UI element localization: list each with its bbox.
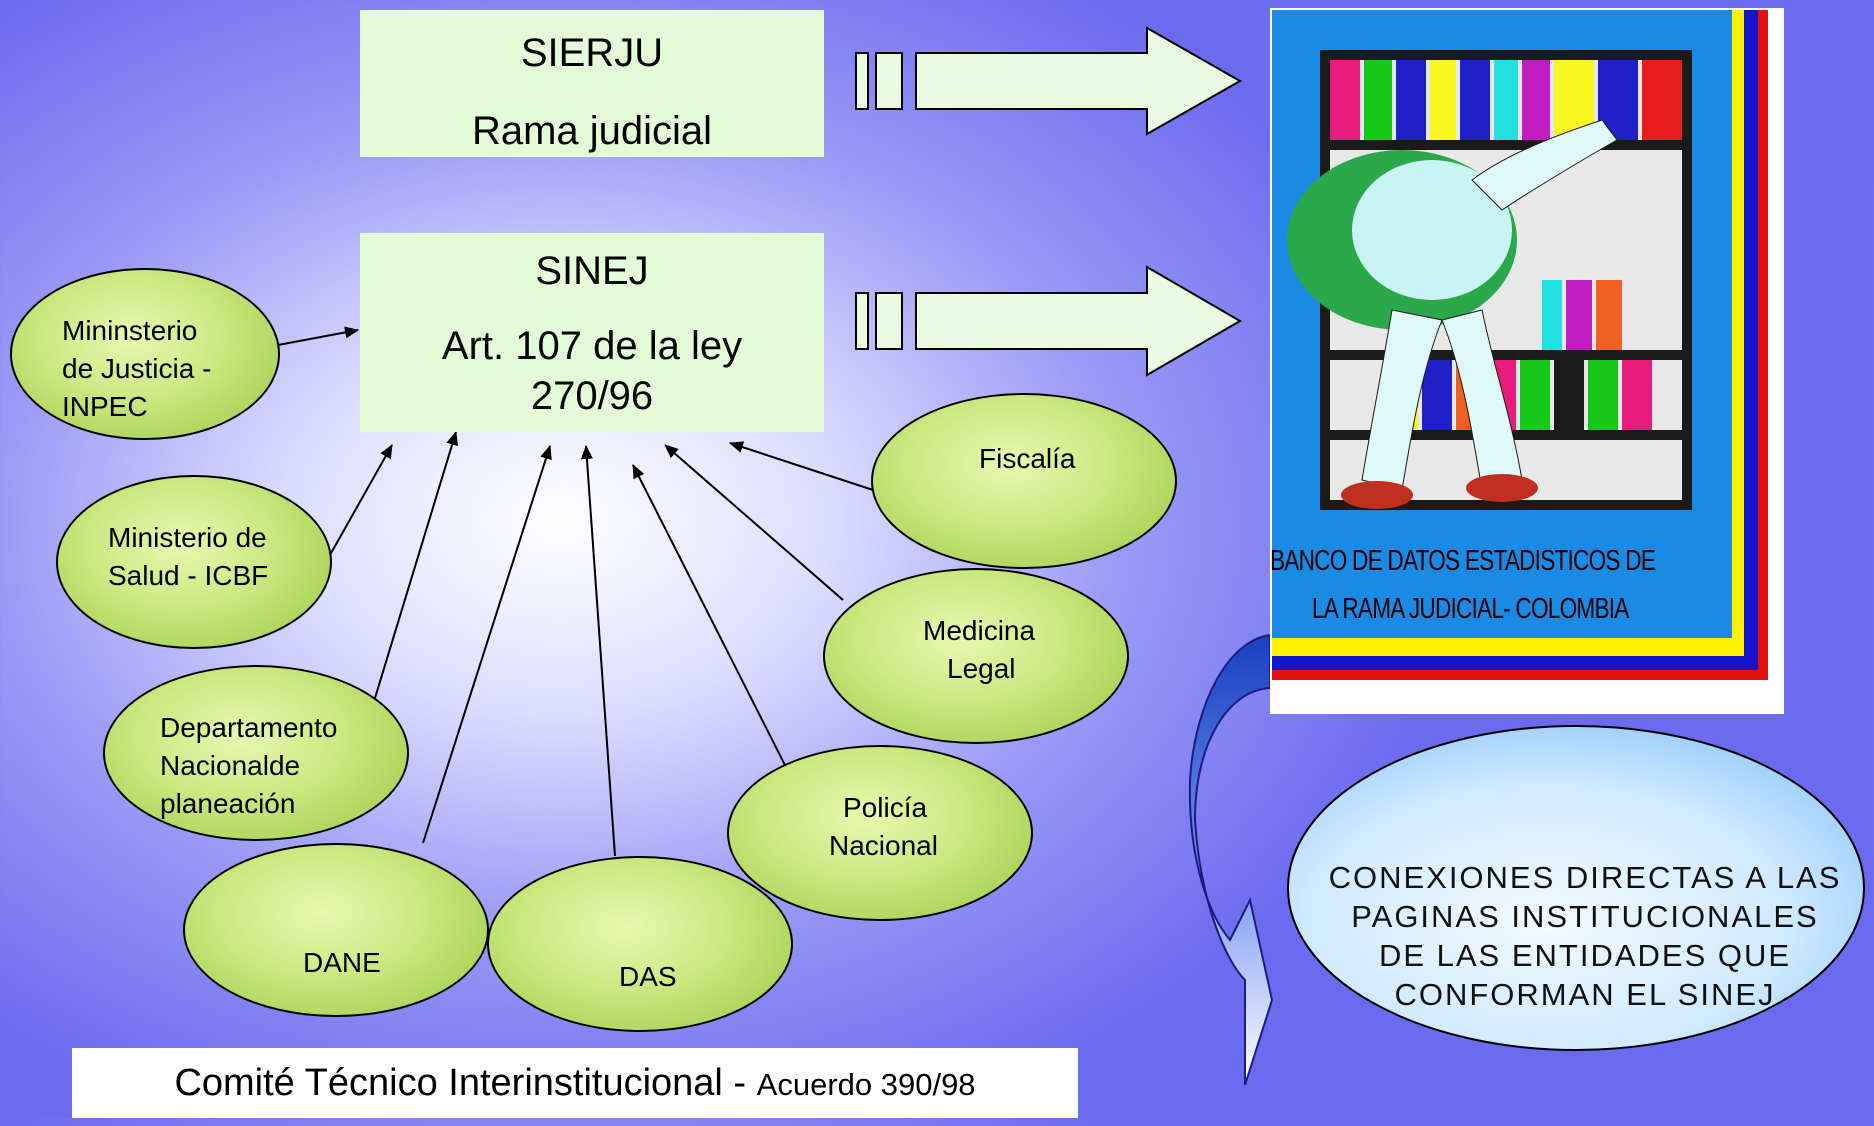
bank-caption-line1: BANCO DE DATOS ESTADISTICOS DE xyxy=(1270,545,1656,577)
sierju-title: SIERJU xyxy=(520,31,664,75)
flag-stripe-blue-bottom xyxy=(1272,656,1746,670)
connections-ellipse xyxy=(1287,725,1865,1051)
connections-line4: CONFORMAN EL SINEJ xyxy=(1394,977,1776,1012)
connector-minsalud xyxy=(329,444,393,556)
sinej-line1: Art. 107 de la ley xyxy=(441,324,743,368)
connector-dnp xyxy=(374,431,458,699)
connections-text: CONEXIONES DIRECTAS A LAS PAGINAS INSTIT… xyxy=(1290,858,1874,1014)
medicina-line2: Legal xyxy=(947,653,1016,684)
flag-stripe-red xyxy=(1758,10,1768,680)
bank-caption-line2: LA RAMA JUDICIAL- COLOMBIA xyxy=(1312,593,1629,625)
dnp-line1: Departamento xyxy=(160,712,338,743)
ellipse-dane: DANE xyxy=(183,843,489,1017)
connector-minjusticia xyxy=(277,326,359,346)
connector-medicina xyxy=(664,444,844,601)
minsalud-line2: Salud - ICBF xyxy=(108,560,269,591)
curved-arrow xyxy=(1188,633,1274,1086)
policia-line1: Policía xyxy=(843,792,928,823)
minjusticia-line2: de Justicia - xyxy=(62,353,212,384)
medicina-line1: Medicina xyxy=(923,615,1036,646)
footer-main: Comité Técnico Interinstitucional - xyxy=(174,1062,757,1104)
bank-background xyxy=(1272,10,1732,640)
connector-fiscalia xyxy=(729,441,874,491)
flag-stripe-blue xyxy=(1744,10,1758,670)
ellipse-das: DAS xyxy=(487,856,793,1032)
block-arrow-sierju xyxy=(855,26,1243,136)
sinej-box: SINEJ Art. 107 de la ley 270/96 xyxy=(360,233,824,432)
ellipse-policia: Policía Nacional xyxy=(727,745,1033,921)
minsalud-line1: Ministerio de xyxy=(108,522,267,553)
bank-illustration xyxy=(1270,8,1784,714)
flag-stripe-yellow xyxy=(1732,10,1744,658)
sierju-subtitle: Rama judicial xyxy=(471,109,713,153)
connector-dane xyxy=(422,445,552,844)
block-arrow-sinej xyxy=(855,265,1242,377)
connections-line2: PAGINAS INSTITUCIONALES xyxy=(1351,899,1819,934)
connector-das xyxy=(580,445,616,857)
sierju-box: SIERJU Rama judicial xyxy=(360,10,824,157)
ellipse-dnp: Departamento Nacionalde planeación xyxy=(103,665,409,841)
flag-stripe-red-bottom xyxy=(1272,670,1758,680)
fiscalia-label: Fiscalía xyxy=(979,443,1076,474)
das-label: DAS xyxy=(619,961,677,992)
ellipse-medicina: Medicina Legal xyxy=(823,568,1129,744)
minjusticia-line1: Mininsterio xyxy=(62,315,198,346)
dane-label: DANE xyxy=(303,947,381,978)
dnp-line2: Nacionalde xyxy=(160,750,301,781)
ellipse-minjusticia: Mininsterio de Justicia - INPEC xyxy=(10,268,280,440)
sinej-title: SINEJ xyxy=(535,249,649,293)
connections-line1: CONEXIONES DIRECTAS A LAS xyxy=(1328,860,1842,895)
connector-policia xyxy=(632,464,791,776)
bookshelf-figure-icon xyxy=(1287,50,1692,510)
ellipse-minsalud: Ministerio de Salud - ICBF xyxy=(56,475,332,649)
footer-box: Comité Técnico Interinstitucional - Acue… xyxy=(72,1048,1078,1118)
connections-line3: DE LAS ENTIDADES QUE xyxy=(1378,938,1792,973)
ellipse-fiscalia: Fiscalía xyxy=(871,393,1177,569)
dnp-line3: planeación xyxy=(160,788,296,819)
policia-line2: Nacional xyxy=(829,830,938,861)
flag-stripe-yellow-bottom xyxy=(1272,638,1734,656)
sinej-line2: 270/96 xyxy=(530,374,654,418)
footer-sub: Acuerdo 390/98 xyxy=(756,1067,976,1102)
minjusticia-line3: INPEC xyxy=(62,391,148,422)
